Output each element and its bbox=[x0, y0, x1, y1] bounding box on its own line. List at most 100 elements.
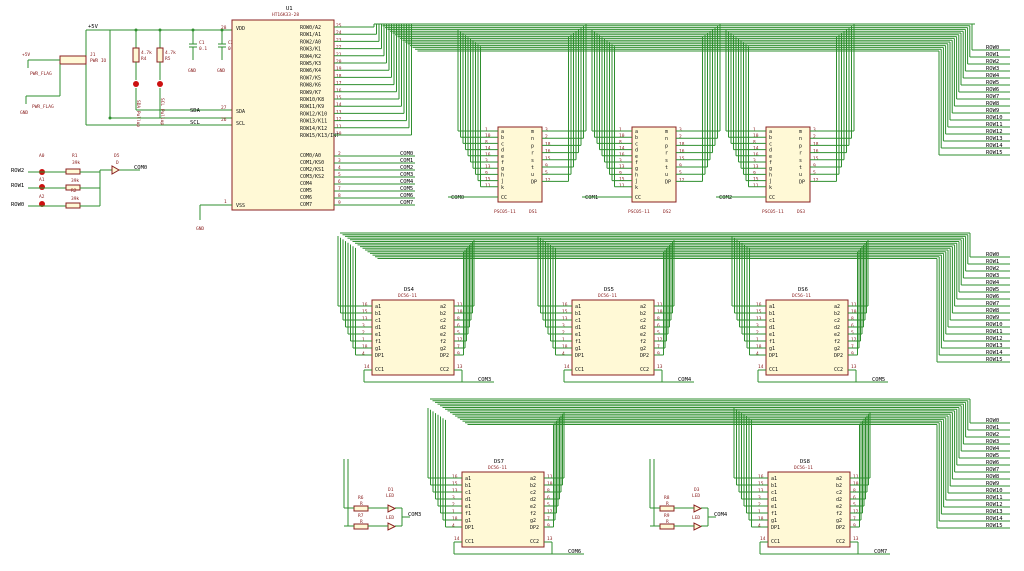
bus-label: ROW2 bbox=[986, 266, 999, 272]
display-pin-num: 16 bbox=[758, 474, 764, 480]
display-pin-name: a2 bbox=[530, 476, 536, 482]
display-value: PSC05-11 bbox=[494, 209, 516, 215]
display-pin-name: t bbox=[531, 165, 534, 171]
display-pin-name: c2 bbox=[440, 318, 446, 324]
display-cc: CC bbox=[635, 195, 641, 201]
bus-label: ROW13 bbox=[986, 509, 1003, 515]
display-pin-name: g2 bbox=[530, 518, 536, 524]
display-cc: CC bbox=[769, 195, 775, 201]
display-pin-name: p bbox=[665, 143, 668, 149]
display-pin-num: 9 bbox=[753, 170, 756, 176]
display-pin-name: a1 bbox=[769, 304, 775, 310]
u1-pin-num: 11 bbox=[336, 124, 342, 130]
display-pin-num: 10 bbox=[853, 481, 859, 487]
c1-value: 0.1 bbox=[199, 46, 207, 52]
display-pin-name: g2 bbox=[440, 346, 446, 352]
display-pin-name: b1 bbox=[375, 311, 381, 317]
display-ref: DS4 bbox=[404, 287, 415, 293]
display-pin-num: 6 bbox=[457, 323, 460, 329]
display-value: PSC05-11 bbox=[762, 209, 784, 215]
led-com: COM4 bbox=[714, 512, 728, 518]
display-pin-num: 5 bbox=[657, 330, 660, 336]
display-ds1 bbox=[497, 126, 543, 203]
display-pin-num: 9 bbox=[679, 163, 682, 169]
display-pin-name: b bbox=[635, 135, 638, 141]
display-pin-name: a2 bbox=[440, 304, 446, 310]
display-value: DC56-11 bbox=[488, 465, 507, 471]
display-pin-name: n bbox=[665, 136, 668, 142]
display-pin-name: f2 bbox=[834, 339, 840, 345]
display-pin-name: b1 bbox=[465, 483, 471, 489]
display-pin-num: 12 bbox=[547, 509, 553, 515]
display-pin-num: 11 bbox=[851, 302, 857, 308]
led-d-value: LED bbox=[386, 493, 394, 499]
display-pin-name: f1 bbox=[575, 339, 581, 345]
display-cc1-num: 14 bbox=[564, 364, 570, 370]
bus-label-top: ROW10 bbox=[986, 115, 1003, 121]
bus-label: ROW14 bbox=[986, 516, 1003, 522]
u1-com-net: COM0 bbox=[400, 151, 413, 157]
display-pin-name: d2 bbox=[836, 497, 842, 503]
static-layer: +5V 4.7k R4 SDA Pullup 4.7k R5 SCL Pullu… bbox=[11, 6, 335, 232]
display-pin-name: f2 bbox=[640, 339, 646, 345]
display-pin-name: e1 bbox=[575, 332, 581, 338]
display-pin-num: 3 bbox=[758, 495, 761, 501]
u1-pin-name: COM0/A0 bbox=[300, 153, 321, 159]
display-pin-num: 3 bbox=[485, 158, 488, 164]
bus-label-top: ROW13 bbox=[986, 136, 1003, 142]
d5-ref: D5 bbox=[114, 153, 120, 159]
display-pin-num: 5 bbox=[851, 330, 854, 336]
bus-label: ROW12 bbox=[986, 336, 1003, 342]
display-pin-num: 13 bbox=[758, 488, 764, 494]
display-pin-name: g bbox=[769, 166, 772, 172]
u1-pin-1: 1 bbox=[224, 199, 227, 205]
display-pin-num: 9 bbox=[619, 170, 622, 176]
display-com: COM7 bbox=[874, 549, 887, 555]
bus-label-top: ROW11 bbox=[986, 122, 1003, 128]
u1-pin-num: 9 bbox=[338, 200, 341, 206]
sda-net-label: SDA bbox=[190, 108, 201, 114]
bus-label: ROW0 bbox=[986, 418, 999, 424]
display-pin-name: r bbox=[799, 151, 802, 157]
bus-label: ROW2 bbox=[986, 432, 999, 438]
display-pin-name: h bbox=[769, 172, 772, 178]
led-r-value: R bbox=[360, 519, 363, 525]
sda-pullup-jumper bbox=[133, 81, 139, 87]
display-pin-name: DP2 bbox=[440, 353, 449, 359]
display-pin-num: 9 bbox=[545, 163, 548, 169]
scl-pullup-jumper bbox=[157, 81, 163, 87]
bus-label-top: ROW2 bbox=[986, 59, 999, 65]
display-pin-name: b2 bbox=[640, 311, 646, 317]
u1-pin-num: 16 bbox=[336, 88, 342, 94]
pwr-flag-2: PWR_FLAG bbox=[32, 104, 54, 110]
bus-label: ROW11 bbox=[986, 329, 1003, 335]
display-pin-num: 14 bbox=[753, 146, 759, 152]
display-pin-name: b2 bbox=[440, 311, 446, 317]
display-pin-num: 16 bbox=[562, 302, 568, 308]
display-pin-num: 15 bbox=[485, 177, 491, 183]
display-pin-name: DP2 bbox=[836, 525, 845, 531]
display-pin-num: 13 bbox=[562, 316, 568, 322]
u1-pin-num: 2 bbox=[338, 151, 341, 157]
display-pin-num: 5 bbox=[679, 170, 682, 176]
u1-com-net: COM3 bbox=[400, 172, 413, 178]
display-pin-name: e2 bbox=[440, 332, 446, 338]
display-ref: DS7 bbox=[494, 459, 504, 465]
display-cc2-num: 13 bbox=[851, 364, 857, 370]
display-pin-num: 1 bbox=[562, 337, 565, 343]
display-pin-name: d1 bbox=[375, 325, 381, 331]
display-pin-num: 2 bbox=[756, 330, 759, 336]
j1-connector bbox=[59, 55, 87, 65]
bus-label-top: ROW0 bbox=[986, 45, 999, 51]
led-r-value: R bbox=[666, 519, 669, 525]
display-pin-name: c bbox=[501, 141, 504, 147]
display-pin-name: m bbox=[531, 129, 534, 135]
display-pin-name: g1 bbox=[769, 346, 775, 352]
display-pin-num: 2 bbox=[679, 134, 682, 140]
display-pin-num: 5 bbox=[547, 502, 550, 508]
u1-pin-num: 19 bbox=[336, 66, 342, 72]
display-pin-name: a bbox=[501, 129, 504, 135]
display-pin-name: j bbox=[501, 179, 504, 185]
bus-label-top: ROW12 bbox=[986, 129, 1003, 135]
